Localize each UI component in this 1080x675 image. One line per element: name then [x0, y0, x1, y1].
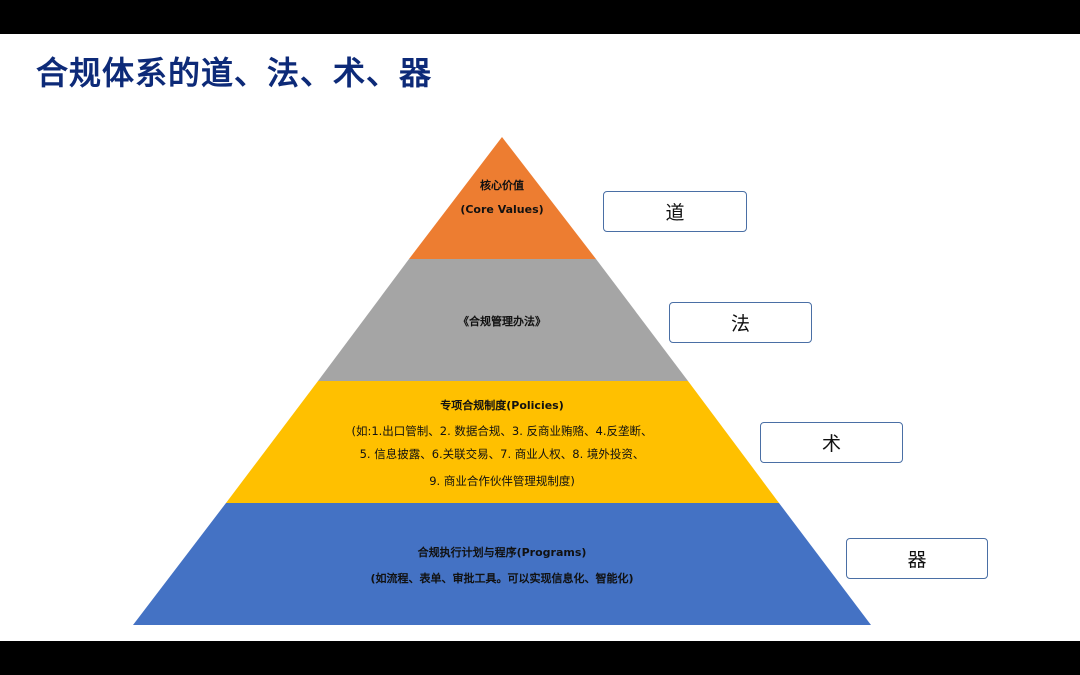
- tier2-line1: 《合规管理办法》: [458, 315, 546, 328]
- tier3-line3: 5. 信息披露、6.关联交易、7. 商业人权、8. 境外投资、: [359, 447, 645, 461]
- pyramid-tier-policies: [226, 381, 779, 503]
- label-shu: 术: [760, 422, 903, 463]
- slide: 合规体系的道、法、术、器 核心价值 (Core Values) 《合规管理办法》…: [0, 34, 1080, 641]
- tier4-line1: 合规执行计划与程序(Programs): [417, 546, 587, 559]
- tier3-line4: 9. 商业合作伙伴管理规制度): [429, 474, 575, 488]
- pyramid-tier-management-measures: [318, 259, 688, 381]
- tier1-line2: (Core Values): [460, 203, 544, 216]
- tier3-line2: (如:1.出口管制、2. 数据合规、3. 反商业贿赂、4.反垄断、: [351, 424, 653, 438]
- pyramid-diagram: [133, 137, 871, 625]
- slide-title: 合规体系的道、法、术、器: [36, 54, 433, 92]
- pyramid-tier-programs: [133, 503, 871, 625]
- label-fa: 法: [669, 302, 812, 343]
- pyramid-tier-core-values: [409, 137, 596, 259]
- tier3-line1: 专项合规制度(Policies): [440, 399, 564, 412]
- tier4-line2: (如流程、表单、审批工具。可以实现信息化、智能化): [370, 572, 634, 585]
- label-qi: 器: [846, 538, 988, 579]
- tier1-line1: 核心价值: [480, 179, 524, 192]
- label-dao: 道: [603, 191, 747, 232]
